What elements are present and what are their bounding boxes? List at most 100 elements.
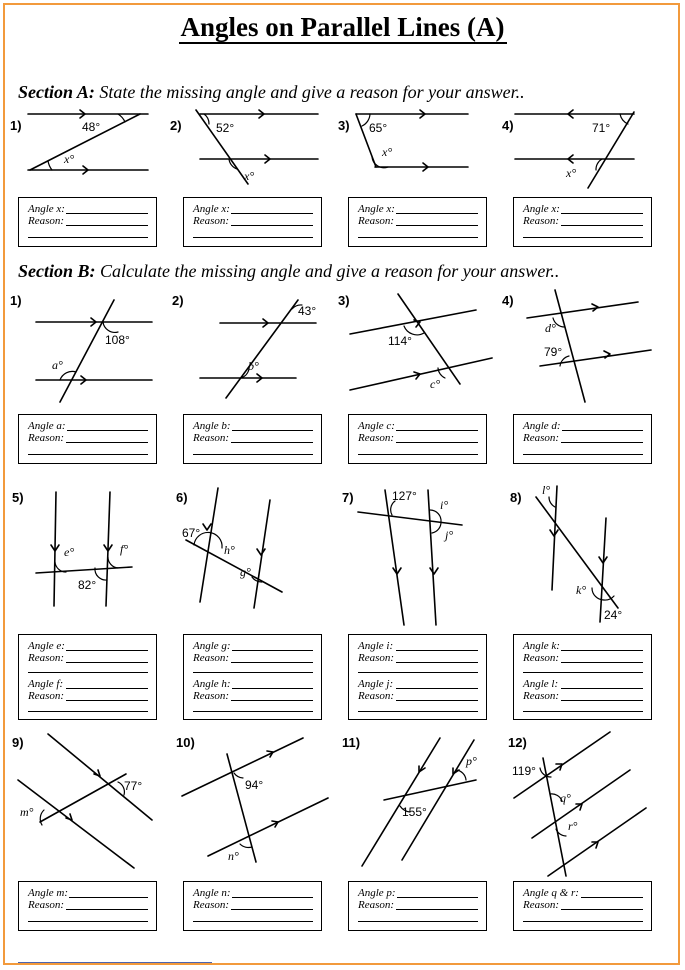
question-number: 4) [502,293,514,308]
answer-field[interactable]: Angle d: [523,420,643,432]
angle-variable: q° [560,791,571,805]
reason-line[interactable] [523,454,643,455]
question-number: 11) [342,735,361,750]
answer-box: Angle c: Reason: [348,414,487,464]
answer-field[interactable]: Angle j: [358,678,478,690]
angle-label: 65° [369,121,387,135]
angle-variable: x° [63,152,74,166]
answer-field[interactable]: Angle g: [193,640,313,652]
reason-field[interactable]: Reason: [523,690,643,702]
reason-field[interactable]: Reason: [358,899,478,911]
answer-field[interactable]: Angle n: [193,887,313,899]
answer-field[interactable]: Angle q & r: [523,887,643,899]
angle-label: 155° [402,805,427,819]
answer-box: Angle d: Reason: [513,414,652,464]
angle-variable: h° [224,543,235,557]
reason-field[interactable]: Reason: [523,432,643,444]
question-number: 1) [10,118,22,133]
reason-line[interactable] [28,237,148,238]
angle-label: 127° [392,489,417,503]
reason-field[interactable]: Reason: [28,215,148,227]
reason-line[interactable] [523,921,643,922]
question-number: 10) [176,735,195,750]
reason-field[interactable]: Reason: [358,432,478,444]
angle-variable: l° [542,483,550,497]
answer-box: Angle x: Reason: [513,197,652,247]
footer-link-underline[interactable] [18,962,212,963]
answer-box: Angle a: Reason: [18,414,157,464]
reason-line[interactable] [193,454,313,455]
reason-field[interactable]: Reason: [28,652,148,664]
answer-field[interactable]: Angle e: [28,640,148,652]
answer-box: Angle x: Reason: [183,197,322,247]
angle-variable: x° [381,145,392,159]
reason-field[interactable]: Reason: [193,652,313,664]
reason-line[interactable] [523,237,643,238]
reason-field[interactable]: Reason: [193,690,313,702]
reason-line[interactable] [358,921,478,922]
answer-field[interactable]: Angle a: [28,420,148,432]
reason-line[interactable] [358,711,478,712]
reason-line[interactable] [28,672,148,673]
answer-field[interactable]: Angle p: [358,887,478,899]
reason-field[interactable]: Reason: [28,690,148,702]
angle-variable: b° [248,359,259,373]
answer-field[interactable]: Angle x: [523,203,643,215]
reason-field[interactable]: Reason: [523,899,643,911]
reason-line[interactable] [28,711,148,712]
angle-variable: k° [576,583,586,597]
diagram-a1 [27,109,149,175]
angle-label: 114° [388,334,412,348]
answer-field[interactable]: Angle l: [523,678,643,690]
reason-line[interactable] [523,711,643,712]
answer-field[interactable]: Angle x: [358,203,478,215]
angle-variable: m° [20,805,34,819]
reason-field[interactable]: Reason: [358,690,478,702]
reason-line[interactable] [193,237,313,238]
reason-field[interactable]: Reason: [523,652,643,664]
reason-line[interactable] [28,454,148,455]
angle-variable: j° [443,528,453,542]
angle-variable: i° [440,498,448,512]
answer-box: Angle n: Reason: [183,881,322,931]
answer-field[interactable]: Angle k: [523,640,643,652]
answer-field[interactable]: Angle x: [193,203,313,215]
answer-field[interactable]: Angle c: [358,420,478,432]
diagram-b12 [513,731,647,877]
reason-field[interactable]: Reason: [193,899,313,911]
answer-field[interactable]: Angle b: [193,420,313,432]
question-number: 9) [12,735,24,750]
reason-line[interactable] [28,921,148,922]
answer-box: Angle k: Reason: Angle l: Reason: [513,634,652,720]
reason-field[interactable]: Reason: [193,215,313,227]
reason-line[interactable] [358,454,478,455]
reason-field[interactable]: Reason: [28,432,148,444]
answer-field[interactable]: Angle x: [28,203,148,215]
angle-label: 71° [592,121,610,135]
angle-label: 67° [182,526,200,540]
angle-label: 119° [512,764,536,778]
reason-line[interactable] [358,672,478,673]
reason-line[interactable] [523,672,643,673]
question-number: 2) [172,293,184,308]
answer-field[interactable]: Angle h: [193,678,313,690]
question-number: 3) [338,118,350,133]
diagram-b4 [526,289,652,403]
reason-line[interactable] [193,921,313,922]
angle-variable: g° [240,565,251,579]
angle-variable: n° [228,849,239,863]
diagram-a2 [195,109,319,185]
reason-field[interactable]: Reason: [193,432,313,444]
reason-line[interactable] [358,237,478,238]
answer-field[interactable]: Angle i: [358,640,478,652]
reason-line[interactable] [193,672,313,673]
reason-field[interactable]: Reason: [358,215,478,227]
answer-field[interactable]: Angle m: [28,887,148,899]
reason-field[interactable]: Reason: [523,215,643,227]
answer-box: Angle x: Reason: [18,197,157,247]
reason-field[interactable]: Reason: [358,652,478,664]
reason-line[interactable] [193,711,313,712]
question-number: 12) [508,735,527,750]
answer-field[interactable]: Angle f: [28,678,148,690]
reason-field[interactable]: Reason: [28,899,148,911]
